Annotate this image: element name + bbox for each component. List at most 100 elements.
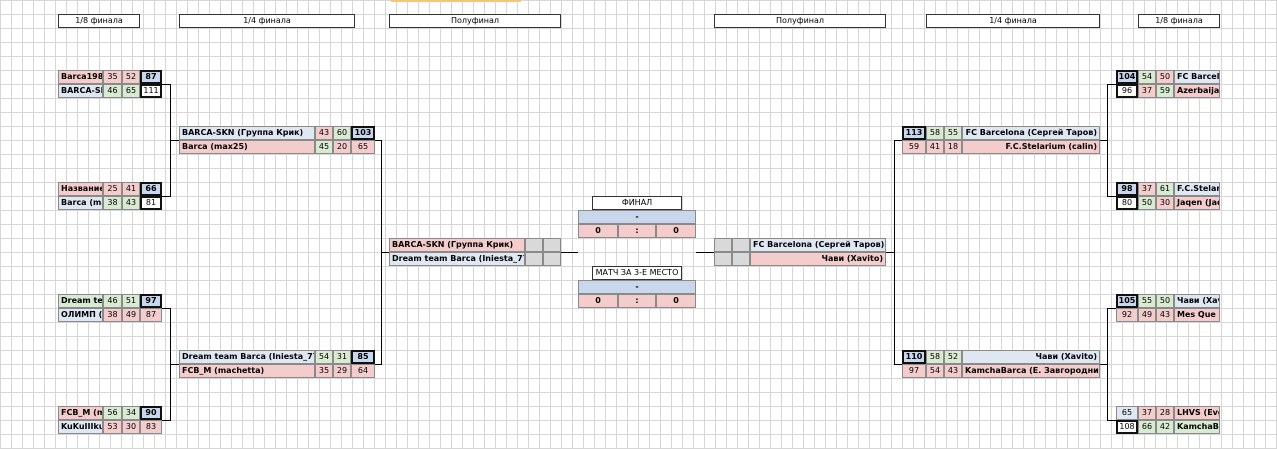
score-half1: 37 xyxy=(1138,182,1156,196)
score-total: 80 xyxy=(1116,196,1138,210)
score-half2: 43 xyxy=(944,364,962,378)
final-team[interactable]: - xyxy=(578,210,696,224)
score-half1: 41 xyxy=(926,140,944,154)
score-half1: 54 xyxy=(926,364,944,378)
score-half2: 60 xyxy=(333,126,351,140)
team-name[interactable]: Azerbaijar xyxy=(1174,84,1220,98)
score-half2: 61 xyxy=(1156,182,1174,196)
score-half1: 54 xyxy=(1138,70,1156,84)
score-total: 105 xyxy=(1116,294,1138,308)
score-total: 59 xyxy=(902,140,926,154)
team-name[interactable]: BARCA-SKN (Группа Крик) xyxy=(179,126,315,140)
bracket-line xyxy=(894,140,895,365)
score-half1: 35 xyxy=(103,70,122,84)
final-score-2: 0 xyxy=(656,224,696,238)
score-half1: 25 xyxy=(103,182,122,196)
team-name[interactable]: Barca (ma xyxy=(58,196,103,210)
bracket-line xyxy=(375,140,381,141)
team-name[interactable]: LHVS (Evg xyxy=(1174,406,1220,420)
score-half1: 58 xyxy=(926,126,944,140)
team-name[interactable]: FC Barcelona (Сергей Таров) xyxy=(750,238,886,252)
team-name[interactable]: Jaqen (Jaq xyxy=(1174,196,1220,210)
header-sf-right: Полуфинал xyxy=(714,14,886,28)
bracket-line xyxy=(894,364,902,365)
team-name[interactable]: FCB_M (m xyxy=(58,406,103,420)
bracket-line xyxy=(1100,140,1107,141)
score-total: 65 xyxy=(351,140,375,154)
score-total: 64 xyxy=(351,364,375,378)
header-qf-left: 1/4 финала xyxy=(179,14,355,28)
team-name[interactable]: Dream team Barca (Iniesta_77) xyxy=(179,350,315,364)
team-name[interactable]: ОЛИМП (А xyxy=(58,308,103,322)
bracket-line xyxy=(1107,84,1108,197)
team-name[interactable]: KamchaBa xyxy=(1174,420,1220,434)
score-half2: 59 xyxy=(1156,84,1174,98)
score-half2: 42 xyxy=(1156,420,1174,434)
score-half2: 29 xyxy=(333,364,351,378)
score-half2: 50 xyxy=(1156,294,1174,308)
bracket-line xyxy=(162,84,170,85)
score-half1 xyxy=(714,252,732,266)
score-total: 87 xyxy=(140,70,162,84)
score-half1: 46 xyxy=(103,294,122,308)
score-half1: 53 xyxy=(103,420,122,434)
team-name[interactable]: FC Barcelona (Сергей Таров) xyxy=(962,126,1100,140)
bracket-line xyxy=(162,196,170,197)
score-total: 83 xyxy=(140,420,162,434)
bracket-line xyxy=(1107,84,1116,85)
third-score-2: 0 xyxy=(656,294,696,308)
score-half2: 51 xyxy=(122,294,140,308)
score-half2: 52 xyxy=(122,70,140,84)
bracket-line xyxy=(162,308,170,309)
team-name[interactable]: Dream team Barca (Iniesta_77) xyxy=(389,252,525,266)
score-half2: 55 xyxy=(944,126,962,140)
score-half1: 38 xyxy=(103,308,122,322)
team-name[interactable]: Barca1986 xyxy=(58,70,103,84)
team-name[interactable]: Barca (max25) xyxy=(179,140,315,154)
score-half1: 54 xyxy=(315,350,333,364)
score-total: 92 xyxy=(1116,308,1138,322)
score-half2: 30 xyxy=(122,420,140,434)
score-total: 98 xyxy=(1116,182,1138,196)
score-half2: 34 xyxy=(122,406,140,420)
team-name[interactable]: BARCA-SKN xyxy=(58,84,103,98)
score-half2: 43 xyxy=(122,196,140,210)
score-total: 97 xyxy=(902,364,926,378)
score-total: 111 xyxy=(140,84,162,98)
bracket-line xyxy=(1100,364,1107,365)
score-half2: 28 xyxy=(1156,406,1174,420)
score-total: 87 xyxy=(140,308,162,322)
score-half1: 35 xyxy=(315,364,333,378)
team-name[interactable]: BARCA-SKN (Группа Крик) xyxy=(389,238,525,252)
score-total: 104 xyxy=(1116,70,1138,84)
score-half1: 43 xyxy=(315,126,333,140)
team-name[interactable]: Чави (Xavito) xyxy=(750,252,886,266)
bracket-line xyxy=(886,252,894,253)
team-name[interactable]: F.C.Stelarium (calin) xyxy=(962,140,1100,154)
score-half1: 46 xyxy=(103,84,122,98)
team-name[interactable]: FCB_M (machetta) xyxy=(179,364,315,378)
team-name[interactable]: Название xyxy=(58,182,103,196)
score-half2: 43 xyxy=(1156,308,1174,322)
score-half1: 37 xyxy=(1138,406,1156,420)
score-half2 xyxy=(543,238,561,252)
team-name[interactable]: Чави (Xavito) xyxy=(962,350,1100,364)
bracket-line xyxy=(1107,308,1108,421)
score-total: 81 xyxy=(140,196,162,210)
score-half2: 31 xyxy=(333,350,351,364)
score-half2: 65 xyxy=(122,84,140,98)
header-r16-right: 1/8 финала xyxy=(1138,14,1220,28)
third-place-team[interactable]: - xyxy=(578,280,696,294)
team-name[interactable]: F.C.Stelari xyxy=(1174,182,1220,196)
team-name[interactable]: FC Barcelo xyxy=(1174,70,1220,84)
bracket-line xyxy=(561,252,578,253)
score-half2 xyxy=(543,252,561,266)
score-total: 96 xyxy=(1116,84,1138,98)
score-half1: 49 xyxy=(1138,308,1156,322)
team-name[interactable]: Mes Que u xyxy=(1174,308,1220,322)
team-name[interactable]: KamchaBarca (Е. Завгородний) xyxy=(962,364,1100,378)
team-name[interactable]: Чави (Xav xyxy=(1174,294,1220,308)
team-name[interactable]: KuKuIIIku xyxy=(58,420,103,434)
score-half1: 56 xyxy=(103,406,122,420)
team-name[interactable]: Dream tea xyxy=(58,294,103,308)
